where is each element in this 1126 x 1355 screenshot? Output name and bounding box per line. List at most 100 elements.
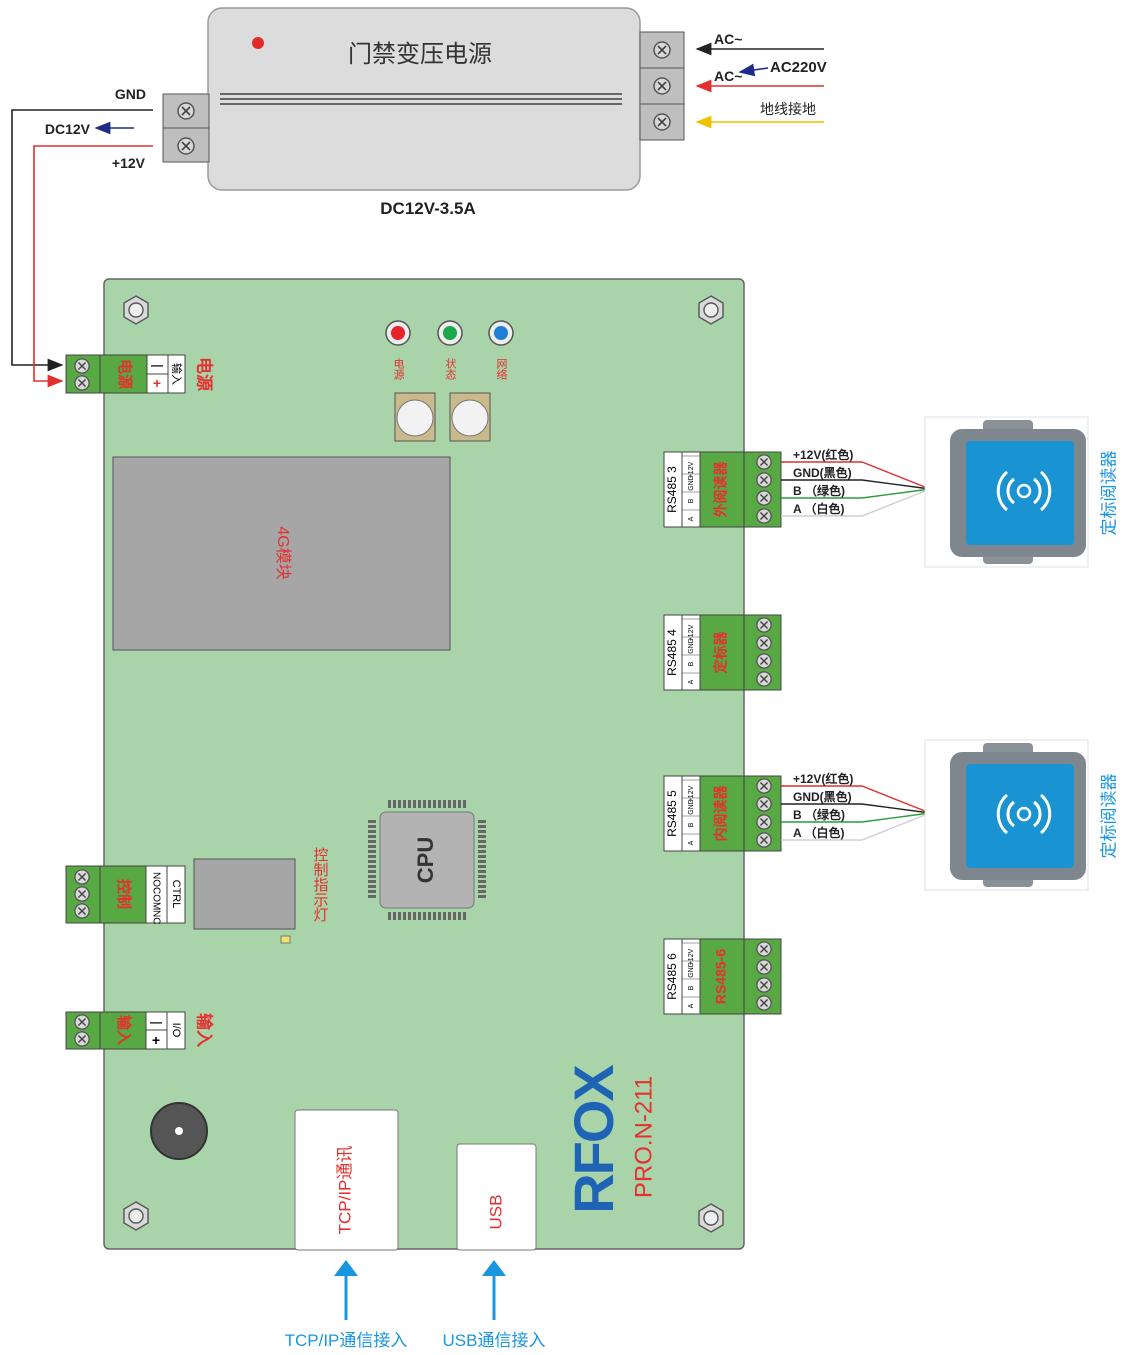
reader-wires: +12V(红色)GND(黑色)B （绿色)A （白色)+12V(红色)GND(黑…: [781, 447, 948, 841]
cpu-pin: [478, 885, 486, 888]
capacitor-icon: [394, 392, 436, 442]
screw-icon: [756, 454, 772, 470]
mounting-hole-icon: [698, 295, 724, 325]
led-status: 状态: [437, 320, 463, 380]
cpu-pin: [423, 912, 426, 920]
wire-label: +12V(红色): [793, 771, 853, 786]
tcp-caption: TCP/IP通信接入: [285, 1331, 408, 1350]
tcp-ip-port-label: TCP/IP通讯: [335, 1146, 354, 1235]
reader-device: 定标阅读器: [924, 416, 1118, 568]
led-status-icon: [443, 326, 457, 340]
cpu-pin: [478, 825, 486, 828]
module-4g-label: 4G模块: [274, 526, 292, 579]
screw-icon: [756, 617, 772, 633]
input-pin-minus: —: [150, 1015, 162, 1029]
screw-icon: [756, 814, 772, 830]
wire-label: A （白色): [793, 825, 845, 840]
cpu-pin: [368, 895, 376, 898]
reader-wire: [781, 488, 931, 499]
dc12v-label: DC12V: [45, 121, 91, 137]
cpu-pin: [478, 855, 486, 858]
mounting-hole-icon: [698, 1203, 724, 1233]
cpu-pin: [478, 820, 486, 823]
ctrl-indicator-label: 控制指示灯: [312, 847, 329, 923]
cpu-label: CPU: [413, 837, 438, 883]
screw-icon: [756, 977, 772, 993]
reader-label: 定标阅读器: [1099, 451, 1118, 536]
rs485-pin-label: GND: [688, 475, 695, 491]
ac-label-2: AC~: [714, 68, 742, 84]
led-power-icon: [391, 326, 405, 340]
rs485-pin-label: +12V: [688, 948, 695, 965]
control-terminal-side: CTRL: [170, 880, 182, 909]
cpu-pin: [478, 850, 486, 853]
led-network-label: 网络: [495, 358, 508, 380]
cpu-chip: CPU: [368, 800, 486, 920]
cpu-pin: [448, 912, 451, 920]
cpu-pin: [393, 912, 396, 920]
cpu-pin: [478, 840, 486, 843]
usb-port[interactable]: [456, 1143, 537, 1251]
input-terminal-side: I/O: [170, 1023, 182, 1038]
reader-wire: [781, 812, 931, 823]
cpu-pin: [368, 865, 376, 868]
screw-icon: [756, 635, 772, 651]
psu-output-wires: GND DC12V +12V: [11, 86, 153, 388]
screw-icon: [756, 941, 772, 957]
power-pin-minus: —: [151, 358, 163, 372]
input-terminal[interactable]: 输入 — + I/O 输入: [65, 1011, 215, 1050]
gnd-label: GND: [115, 86, 146, 102]
buzzer-icon: [150, 1102, 208, 1160]
screw-icon: [756, 995, 772, 1011]
screw-icon: [74, 869, 90, 885]
rs485-name-label: 内阅读器: [713, 785, 729, 842]
cpu-pin: [478, 895, 486, 898]
wire-label: A （白色): [793, 501, 845, 516]
cpu-pin: [413, 912, 416, 920]
cpu-pin: [478, 890, 486, 893]
tcp-ip-port[interactable]: [294, 1109, 399, 1251]
cpu-pin: [453, 800, 456, 808]
screw-icon: [74, 886, 90, 902]
rs485-pin-label: B: [688, 661, 695, 666]
mounting-hole-icon: [123, 1201, 149, 1231]
reader-wire: [781, 803, 931, 814]
power-terminal-side: 输入: [170, 363, 184, 385]
rs485-pin-label: A: [688, 1003, 695, 1008]
screw-icon: [756, 508, 772, 524]
input-terminal-label: 输入: [195, 1013, 215, 1047]
rs485-pin-label: B: [688, 822, 695, 827]
brand-logo-text: RFOX: [562, 1065, 625, 1214]
input-pin-plus: +: [152, 1032, 160, 1048]
screw-icon: [74, 375, 90, 391]
cpu-pin: [478, 880, 486, 883]
control-terminal[interactable]: 控制 NO CTRL: [65, 865, 186, 924]
relay: [193, 858, 296, 930]
led-power: 电源: [385, 320, 411, 381]
ground-label: 地线接地: [760, 101, 816, 117]
screw-icon: [756, 490, 772, 506]
cpu-pin: [408, 800, 411, 808]
power-terminal-name: 电源: [116, 359, 134, 389]
cpu-pin: [368, 820, 376, 823]
cpu-pin: [393, 800, 396, 808]
cpu-pin: [368, 855, 376, 858]
power-terminal[interactable]: 电源 — + 输入 电源: [65, 354, 215, 394]
rs485-pin-label: +12V: [688, 624, 695, 641]
cpu-pin: [368, 845, 376, 848]
rs485-name-label: 定标器: [713, 631, 729, 674]
cpu-pin: [368, 830, 376, 833]
controller-board: 电源 状态 网络 4G模块 CPU: [103, 278, 745, 1251]
cpu-pin: [453, 912, 456, 920]
cpu-pin: [438, 912, 441, 920]
ctrl-indicator-led-icon: [280, 935, 291, 944]
cpu-pin: [478, 870, 486, 873]
screw-icon: [653, 41, 671, 59]
reader-device: 定标阅读器: [924, 739, 1118, 891]
input-terminal-name: 输入: [115, 1015, 133, 1045]
